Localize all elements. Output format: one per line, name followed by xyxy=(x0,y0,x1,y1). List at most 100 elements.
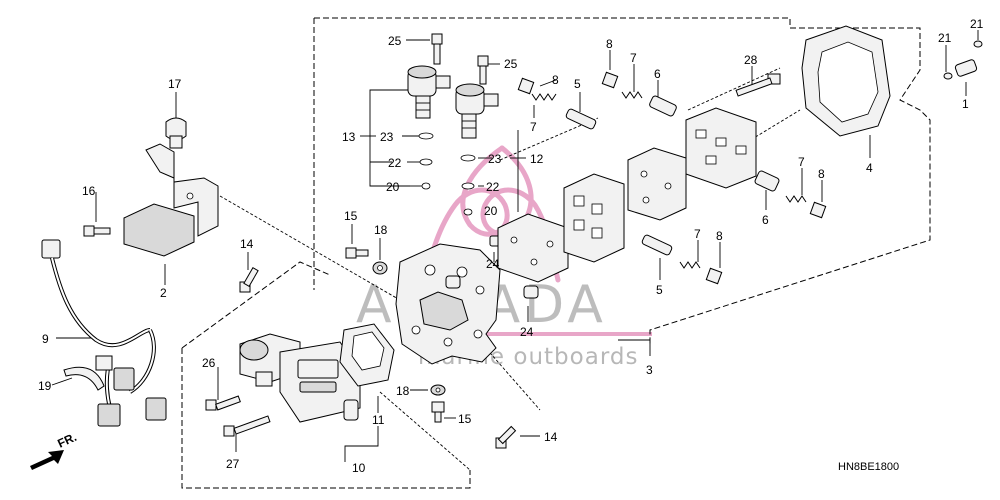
callout-10: 10 xyxy=(352,461,366,475)
callout-5-upper: 5 xyxy=(574,77,581,91)
spool-valve-5-upper xyxy=(565,108,597,130)
callout-15-lower: 15 xyxy=(458,412,472,426)
gasket-plate-middle xyxy=(627,147,687,221)
callout-8-lower-right: 8 xyxy=(818,167,825,181)
solenoid-valve-b xyxy=(455,83,499,139)
callout-24-lower: 24 xyxy=(520,325,534,339)
bolt-15-upper xyxy=(345,247,369,259)
clip-17 xyxy=(165,117,187,149)
spool-valve-6-upper xyxy=(649,95,677,117)
cover-gasket-4 xyxy=(801,25,891,137)
valve-body-frame-right xyxy=(649,27,931,345)
front-direction-label: FR. xyxy=(55,430,78,451)
bolt-14-left xyxy=(239,267,259,293)
callout-23-left: 23 xyxy=(380,130,394,144)
callout-labels: 25 25 17 16 2 9 19 13 23 22 20 23 12 22 … xyxy=(38,17,984,475)
callout-14-left: 14 xyxy=(240,237,254,251)
nut-21-a xyxy=(943,72,953,80)
retainer-8-lower-a xyxy=(809,201,827,219)
spool-valve-6-lower xyxy=(754,170,780,192)
callout-13: 13 xyxy=(342,130,356,144)
bolt-16 xyxy=(83,225,111,237)
callout-21-left: 21 xyxy=(938,31,952,45)
callout-3: 3 xyxy=(646,363,653,377)
callout-1: 1 xyxy=(962,97,969,111)
callout-5-lower: 5 xyxy=(656,283,663,297)
bolt-28 xyxy=(735,73,781,97)
wire-harness-9 xyxy=(41,239,167,427)
bolt-25-upper xyxy=(431,33,443,65)
callout-15-upper: 15 xyxy=(344,209,358,223)
callout-6-upper: 6 xyxy=(654,67,661,81)
callout-19: 19 xyxy=(38,379,52,393)
o-rings-left xyxy=(418,132,434,190)
washer-18-upper xyxy=(372,261,388,275)
callout-2: 2 xyxy=(160,286,167,300)
bolt-26 xyxy=(205,395,241,411)
assembly-frames xyxy=(181,17,931,489)
callout-7-lower-left: 7 xyxy=(694,227,701,241)
callout-16: 16 xyxy=(82,184,96,198)
shift-solenoid-10 xyxy=(239,333,361,423)
retainer-8-lower-b xyxy=(705,267,723,285)
callout-24-upper: 24 xyxy=(486,257,500,271)
callout-9: 9 xyxy=(42,332,49,346)
parts xyxy=(30,25,983,470)
spool-valve-5-lower xyxy=(641,234,673,256)
valve-body-3 xyxy=(395,243,501,365)
callout-25-upper: 25 xyxy=(388,34,402,48)
retainer-8-upper-b xyxy=(601,71,619,89)
callout-28: 28 xyxy=(744,53,758,67)
callout-14-right: 14 xyxy=(544,430,558,444)
retainer-8-upper-a xyxy=(517,77,535,95)
callout-20-left: 20 xyxy=(386,180,400,194)
bolt-27 xyxy=(223,415,271,437)
diagram-code: HN8BE1800 xyxy=(838,461,899,473)
callout-23-right: 23 xyxy=(488,152,502,166)
shift-solenoid-frame xyxy=(181,348,471,489)
bolt-25-lower xyxy=(477,55,489,85)
plug-24-lower xyxy=(523,285,539,299)
callout-18-lower: 18 xyxy=(396,384,410,398)
cover-bracket-2 xyxy=(123,143,219,257)
callout-21-right: 21 xyxy=(970,17,984,31)
gasket-11 xyxy=(339,323,395,387)
bolt-14-right xyxy=(495,425,517,449)
callout-11: 11 xyxy=(372,413,385,427)
callout-12: 12 xyxy=(530,152,544,166)
lower-valve-body xyxy=(563,173,625,263)
shift-solenoid-frame-top xyxy=(181,261,331,349)
band-19 xyxy=(63,366,105,391)
callout-26: 26 xyxy=(202,356,216,370)
valve-body-frame-top xyxy=(314,17,791,28)
callout-7-upper-left: 7 xyxy=(530,120,537,134)
separator-plate xyxy=(497,213,569,283)
front-direction-arrow-icon xyxy=(30,450,64,470)
solenoid-valve-a xyxy=(407,65,451,119)
callout-8-upper-right: 8 xyxy=(606,37,613,51)
callout-22-right: 22 xyxy=(486,180,500,194)
spring-7-upper-b xyxy=(621,91,643,99)
o-rings-right xyxy=(460,154,476,216)
callout-17: 17 xyxy=(168,77,182,91)
callout-8-lower-left: 8 xyxy=(716,229,723,243)
spring-7-lower-b xyxy=(679,261,701,269)
nut-21-b xyxy=(973,40,983,48)
spring-7-lower-a xyxy=(785,195,807,203)
callout-4: 4 xyxy=(866,161,873,175)
callout-18-upper: 18 xyxy=(374,223,388,237)
filter-1 xyxy=(954,59,978,77)
callout-20-right: 20 xyxy=(484,204,498,218)
upper-valve-body xyxy=(685,107,757,189)
bolt-15-lower xyxy=(431,401,445,423)
callout-6-lower: 6 xyxy=(762,213,769,227)
spring-7-upper-a xyxy=(531,93,557,101)
callout-22-left: 22 xyxy=(388,156,402,170)
callout-7-upper-right: 7 xyxy=(630,51,637,65)
callout-27: 27 xyxy=(226,457,240,471)
washer-18-lower xyxy=(430,384,446,396)
callout-7-lower-right: 7 xyxy=(798,155,805,169)
callout-25-lower: 25 xyxy=(504,57,518,71)
